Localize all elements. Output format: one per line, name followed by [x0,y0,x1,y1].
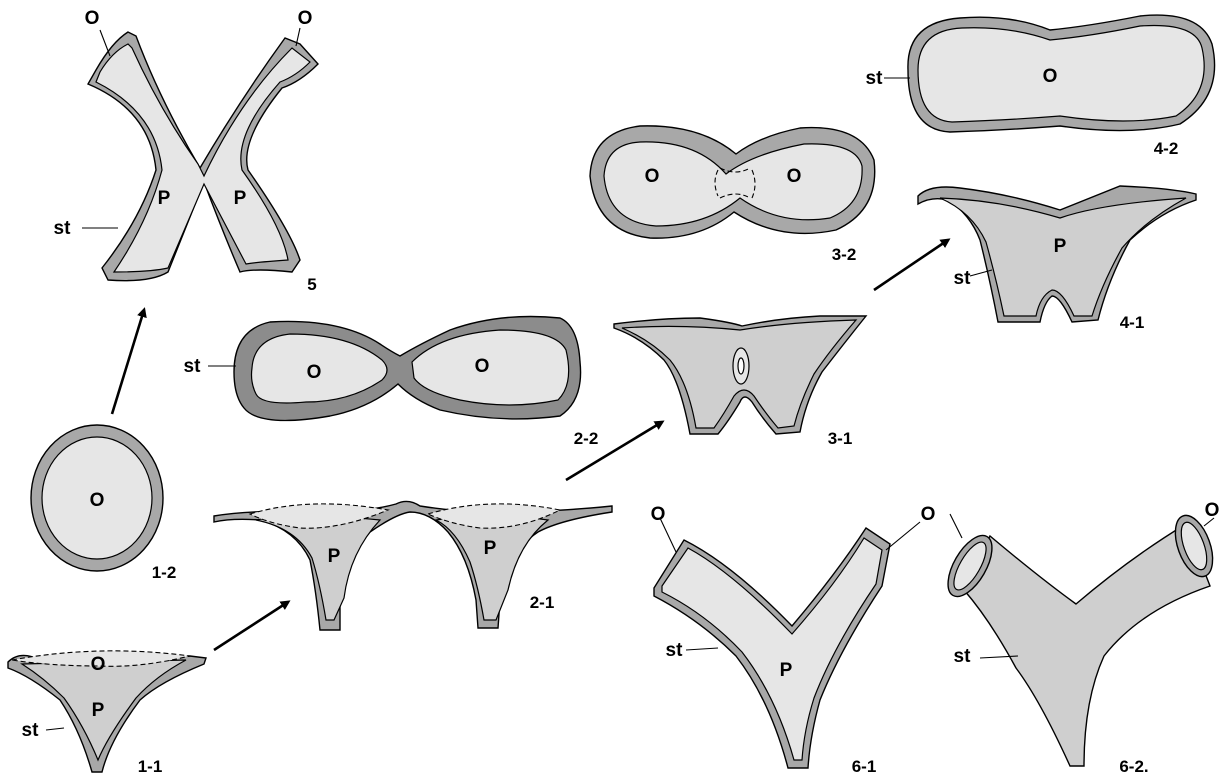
figure-number-2-2: 2-2 [574,429,599,448]
figure-5-o-leader-left [100,30,110,56]
figure-number-3-2: 3-2 [832,245,857,264]
figure-number-1-2: 1-2 [152,563,177,582]
label-o: O [91,654,106,675]
label-p: P [92,700,105,721]
figure-6-1-o-leader-right [886,522,920,550]
figure-number-2-1: 2-1 [530,593,555,612]
figure-6-2-body [964,524,1210,766]
arrow-3-1-to-4-1 [874,240,948,290]
figure-number-4-2: 4-2 [1154,139,1179,158]
label-o: O [1043,66,1058,87]
label-o: O [90,490,105,511]
figure-number-3-1: 3-1 [828,429,853,448]
figure-number-6-2: 6-2. [1119,757,1148,776]
figure-number-4-1: 4-1 [1120,313,1145,332]
label-p: P [1054,236,1067,257]
figure-number-5: 5 [307,275,316,294]
figure-number-1-1: 1-1 [138,757,163,776]
label-o: O [1205,500,1220,521]
label-st: st [184,356,202,377]
figure-number-6-1: 6-1 [852,757,877,776]
label-st: st [954,268,972,289]
label-p: P [780,660,793,681]
figure-6-1 [654,518,920,768]
label-st: st [954,646,972,667]
label-o: O [787,166,802,187]
label-o: O [307,362,322,383]
label-o: O [475,356,490,377]
figure-2-2 [208,317,581,421]
label-st: st [54,218,72,239]
figure-4-2-cavity [918,25,1204,122]
label-o: O [85,8,100,29]
label-st: st [22,720,40,741]
figure-5 [82,28,318,281]
figure-6-2 [939,510,1220,766]
label-o: O [298,8,313,29]
label-p: P [328,546,341,567]
label-p: P [158,188,171,209]
label-p: P [234,188,247,209]
arrow-1-1-to-2-1 [214,602,288,650]
figure-3-2 [590,126,875,238]
figure-1-1-st-leader [46,728,64,730]
label-st: st [666,640,684,661]
label-p: P [484,538,497,559]
label-o: O [645,166,660,187]
figure-3-1 [614,316,866,434]
label-st: st [866,68,884,89]
figure-1-1 [8,651,206,772]
arrow-1-2-to-5 [112,310,144,414]
figure-3-1-pore [738,358,744,374]
label-o: O [921,504,936,525]
figure-6-2-o-leader-left [950,514,962,538]
label-o: O [651,504,666,525]
figure-6-1-st-leader [686,648,718,650]
